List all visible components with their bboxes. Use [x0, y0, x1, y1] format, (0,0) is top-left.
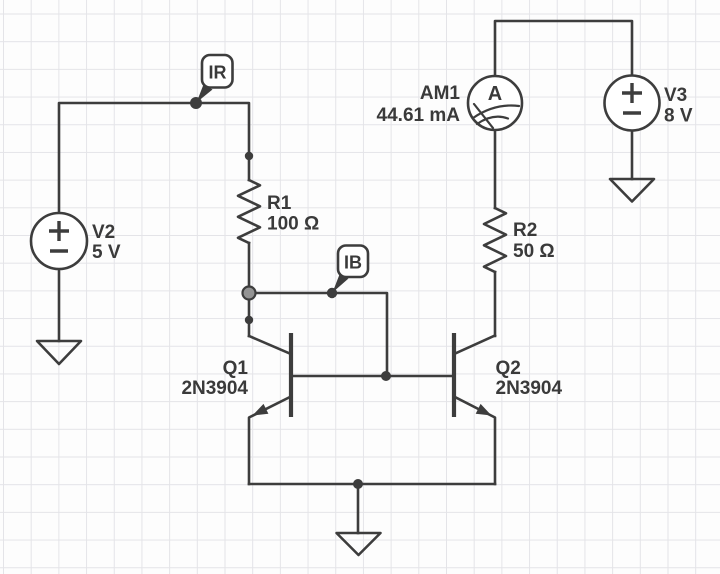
- wires: [57, 19, 634, 535]
- r1-value-label: 100 Ω: [267, 214, 319, 235]
- resistor-r1[interactable]: R1 100 Ω: [236, 178, 319, 245]
- v3-value-label: 8 V: [664, 106, 693, 127]
- q2-part-label: 2N3904: [496, 378, 563, 399]
- am1-body-circle: [466, 74, 524, 132]
- am1-scale-arc-outer: [471, 104, 521, 120]
- am1-name-label: AM1: [420, 83, 461, 104]
- dot-r1-top: [244, 151, 254, 161]
- r1-zigzag: [236, 178, 262, 245]
- q1-collector-lead: [247, 334, 293, 356]
- dot-q1-collector: [244, 315, 254, 325]
- q1-emitter-arrow-icon: [252, 403, 269, 416]
- r2-name-label: R2: [513, 220, 537, 241]
- wire-node-to-base-jumper[interactable]: [247, 291, 389, 378]
- voltage-source-v2[interactable]: V2 5 V: [29, 211, 121, 271]
- ir-flag-tail: [196, 84, 213, 103]
- q2-emitter-arrow-icon: [475, 403, 492, 416]
- am1-scale-arc-inner: [475, 115, 510, 126]
- wire-v2-to-r1[interactable]: [57, 101, 251, 215]
- ground-v2[interactable]: [35, 339, 83, 366]
- voltage-source-v3[interactable]: V3 8 V: [603, 74, 693, 132]
- r2-zigzag: [482, 206, 508, 274]
- r1-name-label: R1: [267, 193, 292, 214]
- transistor-q1[interactable]: Q1 2N3904: [181, 333, 294, 486]
- v2-plus-icon: [49, 221, 69, 241]
- r2-value-label: 50 Ω: [513, 241, 555, 262]
- q2-emitter-lead: [452, 394, 497, 486]
- q2-name-label: Q2: [496, 358, 521, 379]
- ib-flag-tail: [332, 274, 349, 293]
- dot-emitter-ground-junction: [353, 479, 363, 489]
- v3-name-label: V3: [664, 85, 687, 106]
- q1-emitter-lead: [247, 394, 293, 486]
- ground-v3[interactable]: [608, 177, 656, 203]
- q1-name-label: Q1: [223, 358, 249, 379]
- resistor-r2[interactable]: R2 50 Ω: [482, 206, 555, 274]
- q2-collector-lead: [452, 333, 497, 356]
- ground-symbols: [35, 177, 656, 557]
- v2-value-label: 5 V: [92, 242, 121, 263]
- ir-flag-label: IR: [209, 63, 227, 83]
- wire-am1-to-v3-top[interactable]: [493, 19, 634, 78]
- am1-unit-letter: A: [488, 83, 502, 105]
- dot-base-junction: [381, 371, 391, 381]
- ground-bottom[interactable]: [335, 531, 382, 557]
- v2-name-label: V2: [92, 222, 115, 243]
- node-collector-base-junction[interactable]: [241, 285, 257, 301]
- ammeter-am1[interactable]: A AM1 44.61 mA: [377, 74, 524, 132]
- transistor-q2[interactable]: Q2 2N3904: [451, 333, 563, 486]
- v3-plus-icon: [622, 83, 642, 103]
- current-flag-ib[interactable]: IB: [332, 244, 370, 293]
- ib-flag-box: [336, 244, 370, 279]
- current-flag-ir[interactable]: IR: [196, 53, 234, 103]
- q1-part-label: 2N3904: [181, 378, 248, 399]
- ir-flag-box: [200, 53, 234, 89]
- am1-reading-label: 44.61 mA: [377, 105, 461, 126]
- ib-flag-label: IB: [344, 253, 362, 273]
- am1-needle: [472, 102, 495, 130]
